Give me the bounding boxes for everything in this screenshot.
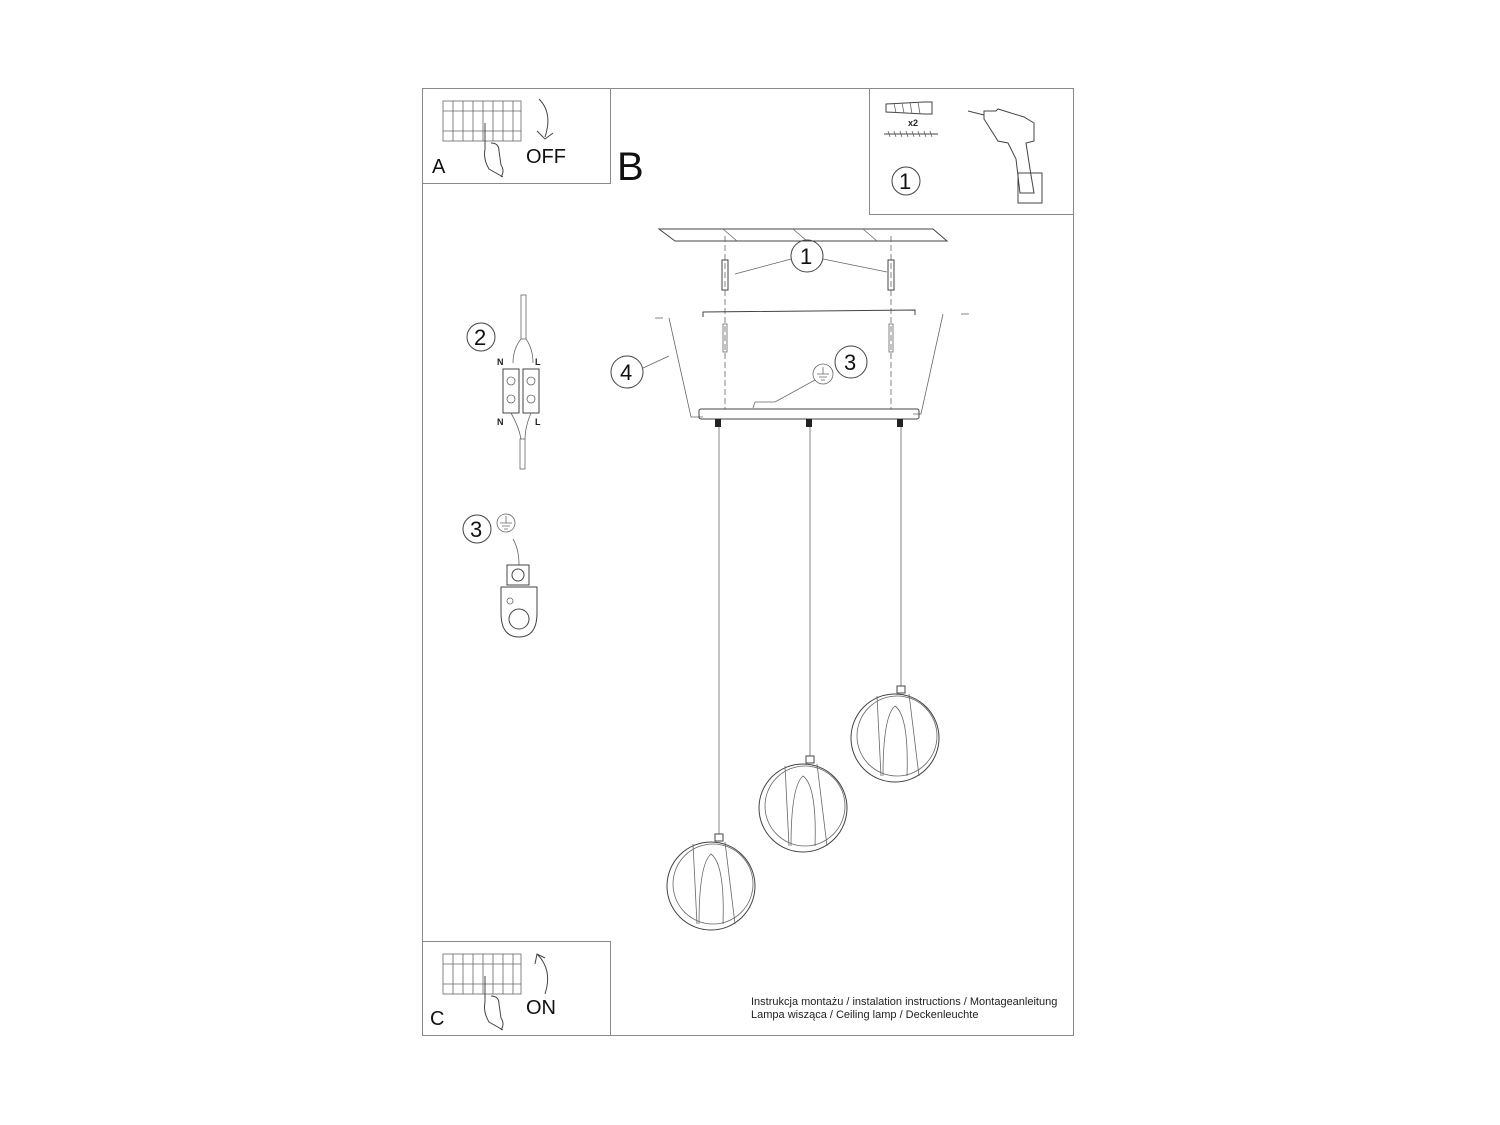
wiring-connector-diagram: 2 N L N L [466,294,541,470]
ground-symbol-icon [496,513,516,533]
screw-icon [884,130,938,138]
arrow-up-icon [534,953,549,995]
step-b-letter: B [617,145,644,189]
svg-text:N: N [497,417,504,427]
caption-line-2: Lampa wisząca / Ceiling lamp / Deckenleu… [751,1009,979,1021]
callout-1: 1 [891,166,921,196]
document-caption: Instrukcja montażu / instalation instruc… [751,996,1057,1022]
arrow-down-icon [536,98,554,140]
wall-plug-icon [885,101,933,115]
step-c-panel: C ON [423,941,611,1035]
power-state-label: OFF [526,146,566,168]
pendant-sphere-3 [850,685,940,783]
circuit-breaker-off-icon [442,100,522,178]
svg-text:2: 2 [474,325,486,350]
ground-terminal-diagram: 3 [462,513,538,638]
drill-icon [967,108,1043,204]
tools-panel: x2 1 [869,89,1073,215]
svg-text:L: L [535,417,541,427]
caption-line-1: Instrukcja montażu / instalation instruc… [751,996,1058,1008]
power-state-label: ON [526,997,556,1019]
quantity-label: x2 [908,118,918,128]
svg-text:1: 1 [899,169,911,194]
svg-text:x2: x2 [908,118,918,128]
instruction-sheet: A OFF B x2 1 2 [422,88,1074,1036]
step-letter: C [430,1008,445,1030]
step-letter: A [432,156,446,178]
svg-text:1: 1 [800,244,812,269]
svg-text:3: 3 [844,350,856,375]
step-a-panel: A OFF [423,89,611,184]
ceiling-mount-diagram: 1 4 3 [610,228,969,427]
svg-text:4: 4 [620,360,632,385]
svg-text:L: L [535,357,541,367]
svg-text:N: N [497,357,504,367]
circuit-breaker-on-icon [442,953,522,1031]
pendant-lamps [666,427,940,931]
svg-text:3: 3 [470,517,482,542]
pendant-sphere-2 [758,755,848,853]
pendant-sphere-1 [666,833,756,931]
